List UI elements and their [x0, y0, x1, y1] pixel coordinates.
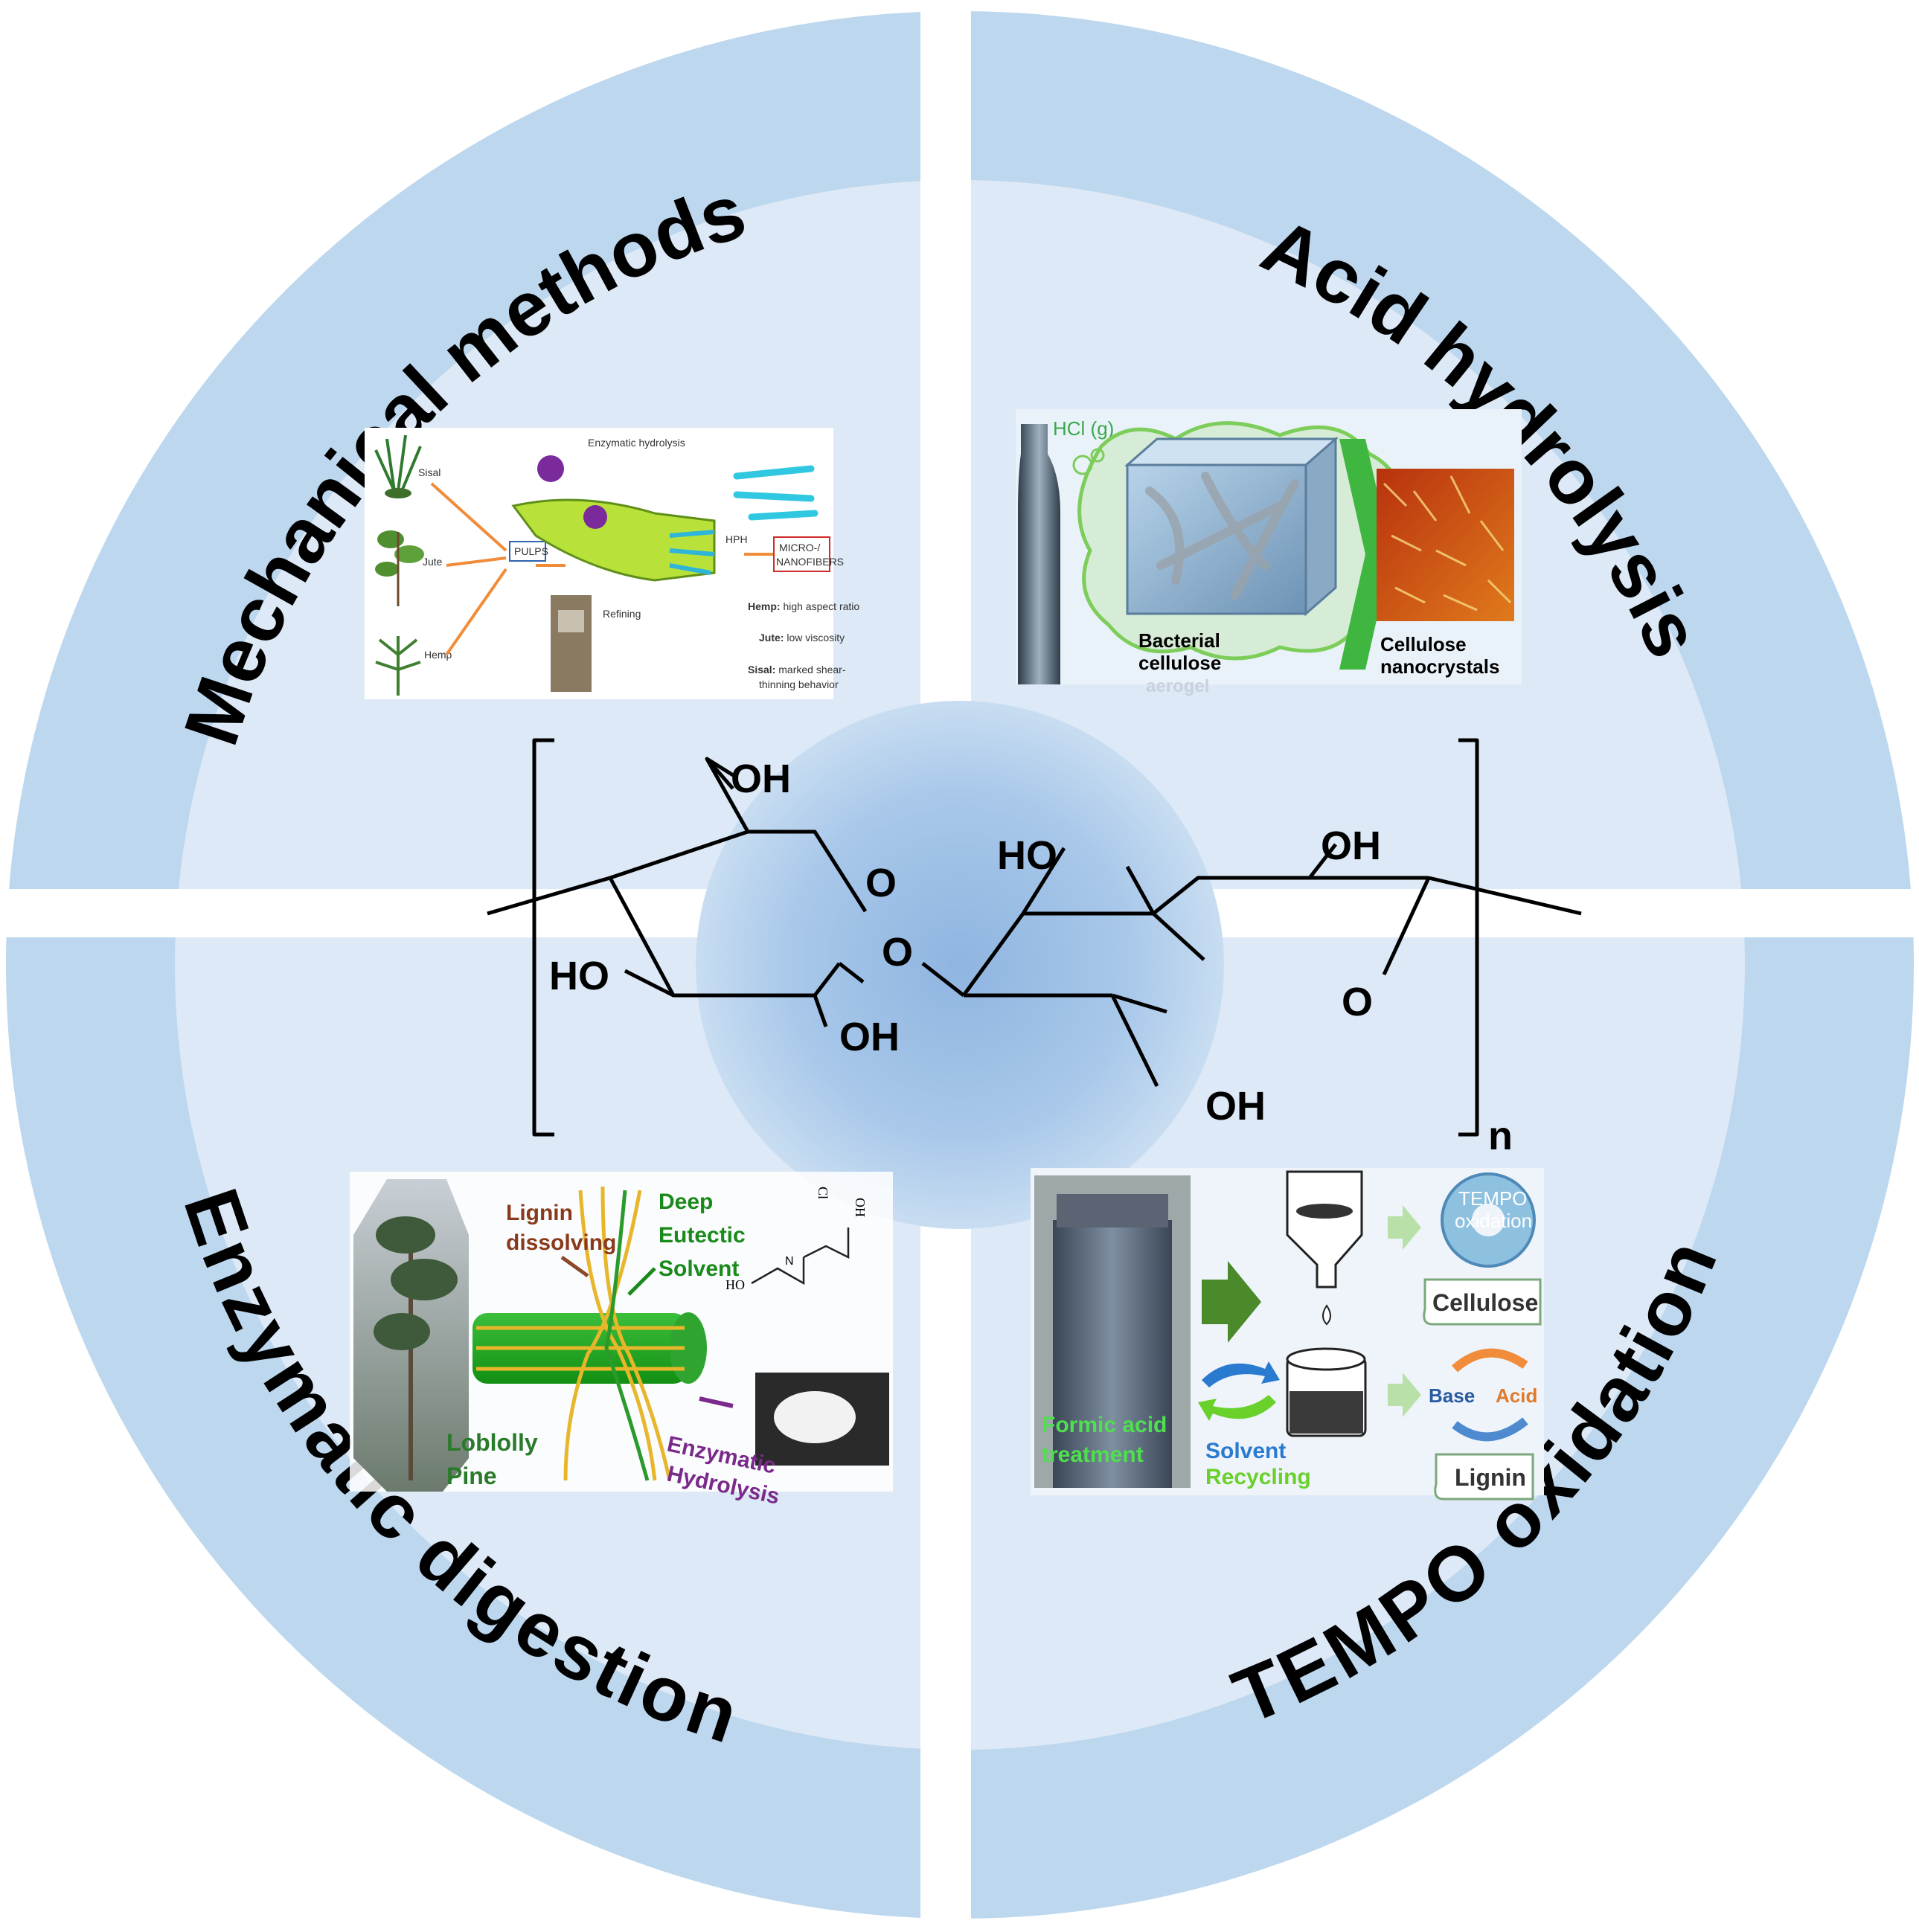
eutectic-label: Eutectic — [659, 1223, 746, 1248]
recycling-label: Recycling — [1205, 1465, 1311, 1489]
center-glow — [696, 701, 1224, 1229]
ho-right-label: HO — [997, 833, 1057, 878]
recycle-arrow-blue-icon — [1202, 1361, 1280, 1387]
deep-label: Deep — [659, 1190, 713, 1214]
process-arrow-icon — [1202, 1261, 1261, 1343]
cellulose-structure — [487, 738, 1582, 1137]
gas-cylinder-icon — [1018, 424, 1060, 684]
cnc-label-1: Cellulose — [1380, 633, 1467, 655]
cnc-label-2: nanocrystals — [1380, 655, 1499, 678]
lignin-label: Lignin — [1455, 1464, 1526, 1491]
cellulose-label: Cellulose — [1432, 1289, 1538, 1316]
dissolving-label: dissolving — [506, 1230, 616, 1255]
nanofibers-label: NANOFIBERS — [776, 556, 844, 568]
cellulose-nanocrystals-image — [1377, 469, 1514, 621]
arrow-icon — [560, 1255, 589, 1278]
fiber-bundle-icon — [511, 498, 716, 582]
pulps-label: PULPS — [514, 545, 548, 557]
hcl-label: HCl (g) — [1053, 417, 1114, 440]
refining-label: Refining — [603, 608, 641, 620]
arrow-icon — [1388, 1205, 1421, 1250]
funnel-icon — [1286, 1170, 1363, 1288]
oh-top-label: OH — [731, 757, 791, 801]
solvent-label: Solvent — [1205, 1439, 1286, 1463]
repeat-n-label: n — [1488, 1114, 1513, 1158]
enzyme-icon — [537, 455, 564, 482]
cycle-arrow-orange-icon — [1452, 1348, 1528, 1373]
tempo-label: TEMPO — [1458, 1187, 1527, 1210]
oh-label: OH — [853, 1198, 868, 1217]
bacterial-label-1: Bacterial — [1138, 629, 1220, 652]
hemp-label: Hemp — [424, 649, 452, 661]
arrow-icon — [699, 1396, 734, 1408]
bridge-o-label: O — [882, 930, 913, 975]
ho-label: HO — [725, 1277, 745, 1292]
sisal-plant-icon — [374, 434, 422, 498]
recycle-arrow-green-icon — [1198, 1395, 1276, 1421]
base-label: Base — [1429, 1384, 1475, 1407]
hemp-plant-icon — [375, 636, 421, 696]
left-bracket — [532, 738, 554, 1137]
arrow-icon — [1388, 1373, 1421, 1417]
bacterial-label-3: aerogel — [1146, 676, 1209, 696]
jute-plant-icon — [375, 530, 424, 606]
arrow-icon — [627, 1267, 656, 1296]
pulps-box — [509, 541, 546, 562]
ring-o1-label: O — [865, 861, 897, 905]
solvent-label: Solvent — [659, 1257, 739, 1281]
micro-label: MICRO-/ — [779, 542, 820, 553]
structure-labels: OH O HO OH O HO OH O OH n — [549, 757, 1513, 1158]
lignin-banner — [1434, 1453, 1534, 1501]
oh-right-label: OH — [1321, 824, 1381, 868]
ho-left-label: HO — [549, 954, 609, 998]
mechanical-methods-figure: Sisal Jute Hemp PULPS Enzymatic hydrolys… — [365, 428, 859, 699]
cl-label: Cl — [816, 1187, 830, 1199]
right-bracket — [1458, 738, 1479, 1137]
hph-label: HPH — [725, 533, 748, 545]
enzymatic-digestion-figure: Loblolly Pine Lignin dissolving Deep Eut… — [350, 1172, 893, 1509]
tempo-oxidation-figure: Formic acid treatment Solvent Recycling … — [1031, 1168, 1544, 1501]
acid-label: Acid — [1496, 1384, 1537, 1407]
ring-o2-label: O — [1342, 980, 1373, 1024]
nanofibers-box — [773, 536, 830, 572]
oh-bottom2-label: OH — [1205, 1084, 1266, 1129]
lignin-label: Lignin — [506, 1201, 573, 1225]
loblolly-label: Loblolly — [446, 1429, 538, 1456]
refining-machine-icon — [551, 595, 592, 692]
jute-label: Jute — [423, 556, 443, 568]
acid-hydrolysis-figure: HCl (g) Bacterial cellulose aerogel Cell… — [1016, 409, 1522, 696]
sisal-label: Sisal — [418, 466, 440, 478]
n-plus-label: N — [785, 1255, 794, 1268]
sisal-note: Sisal: marked shear- — [748, 664, 846, 675]
hemp-note: Hemp: high aspect ratio — [748, 600, 859, 612]
bacterial-label-2: cellulose — [1138, 652, 1221, 674]
oh-bottom1-label: OH — [839, 1015, 900, 1059]
sisal-note-2: thinning behavior — [759, 678, 839, 690]
formic-label: Formic acid — [1042, 1413, 1167, 1437]
enzymatic-label: Enzymatic hydrolysis — [588, 437, 685, 449]
enzyme-icon — [583, 505, 607, 529]
jute-note: Jute: low viscosity — [759, 632, 845, 644]
oxidation-label: oxidation — [1455, 1210, 1532, 1232]
treatment-label: treatment — [1042, 1442, 1144, 1467]
cellulose-banner — [1423, 1278, 1542, 1326]
cycle-arrow-blue-icon — [1452, 1417, 1528, 1442]
pine-label: Pine — [446, 1463, 497, 1489]
